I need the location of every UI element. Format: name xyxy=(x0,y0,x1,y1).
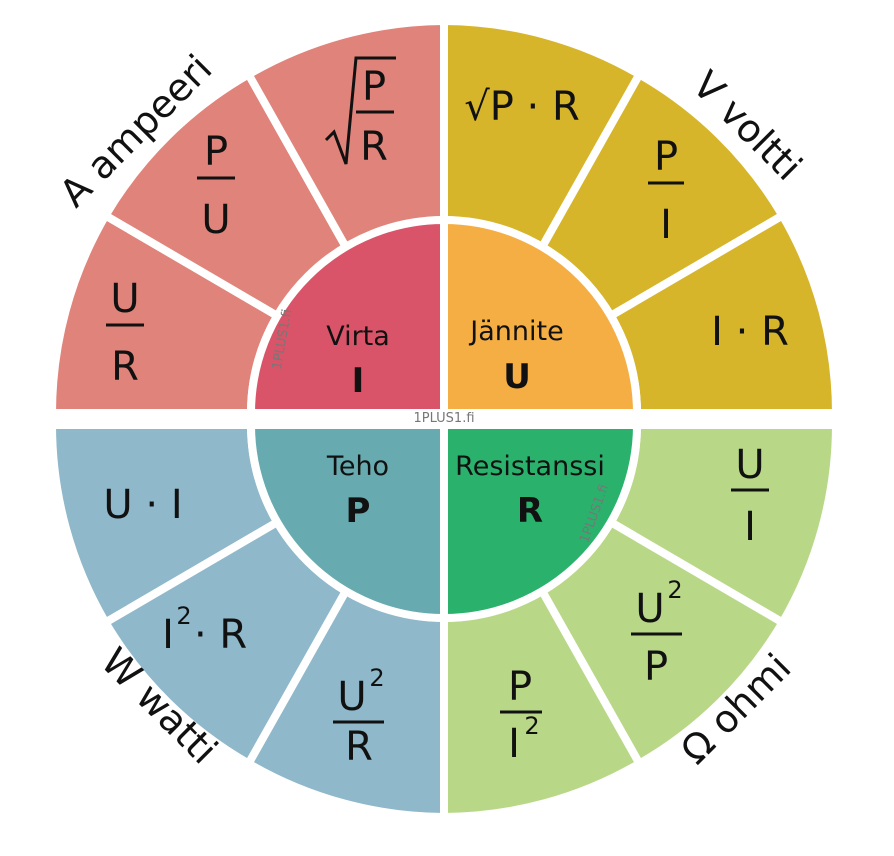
quantity-name-resistance: Resistanssi xyxy=(455,451,605,482)
formula-numerator: P xyxy=(654,134,678,180)
formula-denominator: P xyxy=(644,644,668,690)
formula-numerator: U xyxy=(337,674,366,720)
formula-numerator: P xyxy=(204,129,228,175)
segment-resistance-center xyxy=(440,421,641,622)
quantity-symbol-resistance: R xyxy=(517,491,543,531)
formula-denominator: R xyxy=(345,724,373,770)
formula-superscript: 2 xyxy=(667,576,682,604)
segment-voltage-center xyxy=(440,216,641,417)
segment-power-center xyxy=(247,421,448,622)
formula-u-over-r: U R xyxy=(106,276,144,390)
quantity-name-voltage: Jännite xyxy=(468,316,563,347)
formula-p-over-i: P I xyxy=(648,134,684,248)
formula-numerator: U xyxy=(635,586,664,632)
formula-superscript: 2 xyxy=(524,712,539,740)
quadrant-resistance: U I U 2 P P I 2 Resistanssi R Ω ohmi xyxy=(440,421,840,821)
formula-u2-over-p: U 2 P xyxy=(631,576,683,690)
formula-denominator: I xyxy=(744,504,756,550)
formula-i2-times-r: I 2 · R xyxy=(162,602,247,658)
formula-superscript: 2 xyxy=(176,602,191,630)
formula-numerator: U xyxy=(735,442,764,488)
formula-u2-over-r: U 2 R xyxy=(333,664,385,770)
radical-sign xyxy=(324,56,396,165)
formula-denominator: I xyxy=(660,202,672,248)
formula-numerator: U xyxy=(110,276,139,322)
formula-u-times-i: U · I xyxy=(103,482,182,528)
quadrant-voltage: √P · R P I I · R Jännite U V voltti xyxy=(440,17,840,417)
segment-current-center xyxy=(247,216,448,417)
formula-base: I xyxy=(162,612,174,658)
formula-p-over-i2: P I 2 xyxy=(500,664,542,767)
formula-numerator: P xyxy=(362,64,386,110)
formula-numerator: P xyxy=(508,664,532,710)
formula-denominator: I xyxy=(508,721,520,767)
formula-rest: · R xyxy=(194,612,247,658)
quantity-symbol-current: I xyxy=(352,361,365,401)
quadrant-current: U R P U P R Virta I A ampeeri xyxy=(48,17,448,417)
formula-denominator: R xyxy=(360,124,388,170)
quantity-name-current: Virta xyxy=(326,321,390,352)
formula-sqrt-p-over-r: P R xyxy=(324,56,396,170)
formula-u-over-i: U I xyxy=(731,442,769,550)
formula-denominator: U xyxy=(201,197,230,243)
formula-i-times-r: I · R xyxy=(711,309,789,355)
formula-p-over-u: P U xyxy=(197,129,235,243)
quantity-symbol-voltage: U xyxy=(503,357,531,397)
formula-denominator: R xyxy=(111,344,139,390)
formula-superscript: 2 xyxy=(369,664,384,692)
formula-sqrt-p-times-r: √P · R xyxy=(464,84,580,130)
quadrant-power: U · I I 2 · R U 2 R Teho P W watti xyxy=(48,421,448,821)
quantity-name-power: Teho xyxy=(326,451,389,482)
quantity-symbol-power: P xyxy=(346,491,371,531)
watermark-center: 1PLUS1.fi xyxy=(413,411,474,426)
